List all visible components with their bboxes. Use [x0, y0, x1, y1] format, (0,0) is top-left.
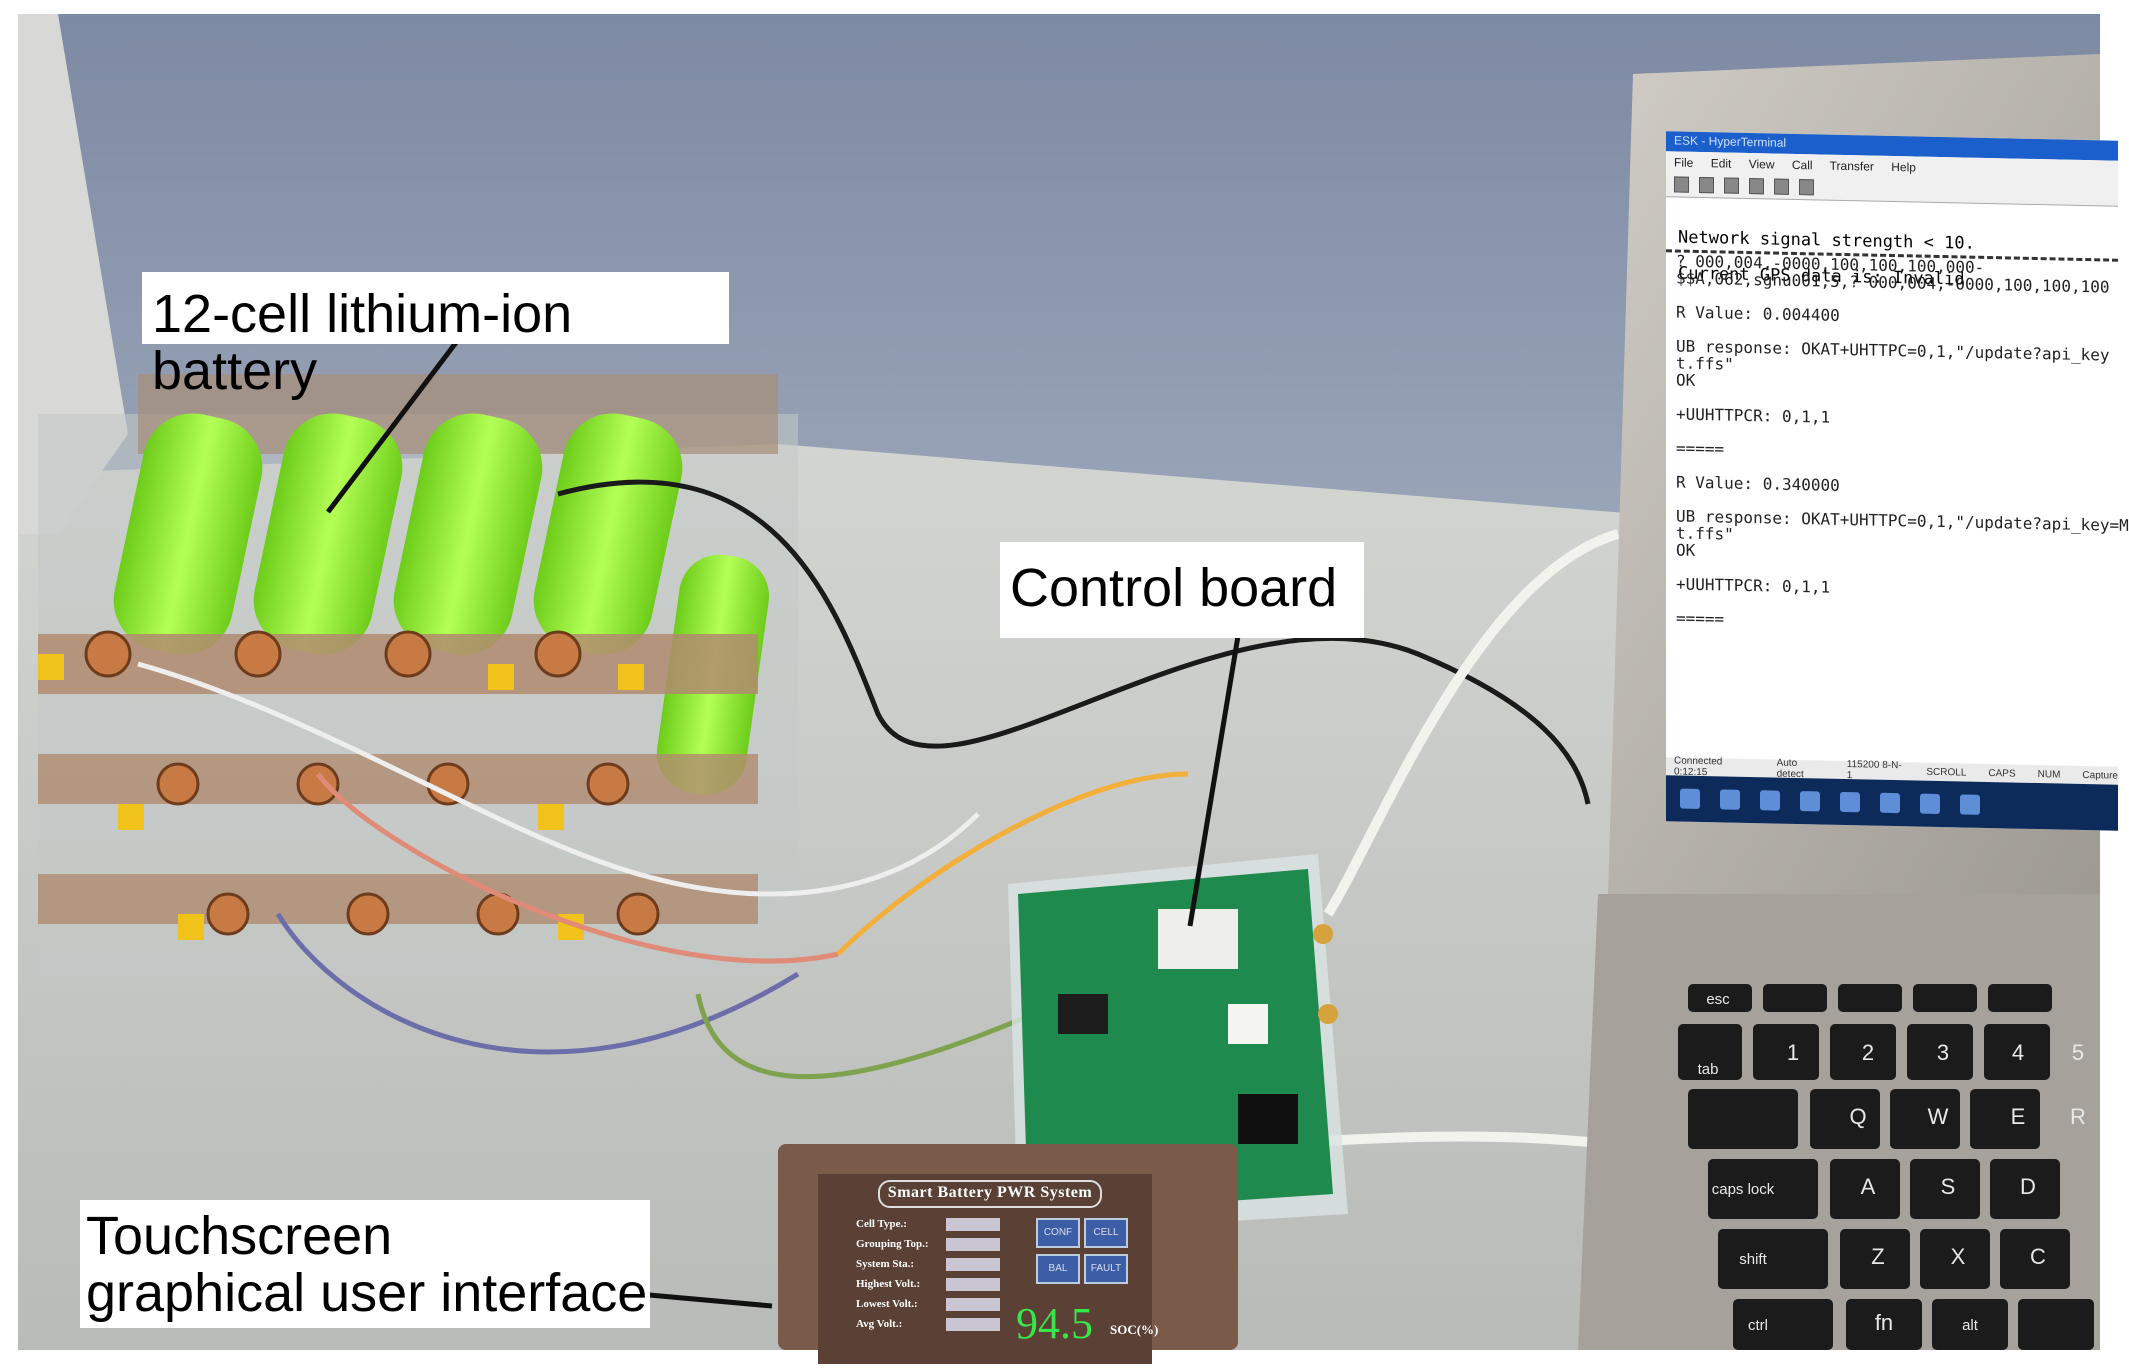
touchscreen-callout-line1: Touchscreen — [86, 1206, 393, 1266]
gui-cell-button[interactable]: CELL — [1084, 1218, 1128, 1248]
keyboard-key-label: alt — [1962, 1317, 1979, 1334]
wall-rail — [18, 14, 128, 534]
wires — [137, 479, 1620, 1149]
gui-value-field — [946, 1318, 1000, 1331]
battery-pack — [38, 374, 798, 974]
menu-help[interactable]: Help — [1891, 159, 1916, 175]
taskview-icon[interactable] — [1760, 790, 1780, 811]
menu-file[interactable]: File — [1674, 155, 1694, 170]
keyboard-key-label: S — [1941, 1174, 1956, 1199]
gui-fault-button[interactable]: FAULT — [1084, 1254, 1128, 1284]
keyboard-key-label: fn — [1875, 1310, 1893, 1335]
keyboard-key-label: caps lock — [1712, 1181, 1775, 1198]
send-icon[interactable] — [1774, 178, 1789, 195]
touchscreen-callout: Touchscreen graphical user interface — [80, 1200, 650, 1328]
statusbar-item: NUM — [2037, 768, 2061, 781]
menu-edit[interactable]: Edit — [1710, 156, 1732, 171]
gui-row-lowest-volt: Lowest Volt.: — [856, 1298, 918, 1310]
soc-unit: SOC(%) — [1110, 1322, 1159, 1337]
folder-icon[interactable] — [1800, 791, 1820, 812]
store-icon[interactable] — [1920, 793, 1940, 815]
touchscreen-gui: Smart Battery PWR System Cell Type.: Gro… — [818, 1174, 1158, 1364]
gui-row-system-status: System Sta.: — [856, 1258, 915, 1270]
keyboard-key-label: R — [2070, 1104, 2086, 1129]
keyboard-key-label: D — [2020, 1174, 2036, 1199]
control-board-callout: Control board — [1000, 542, 1364, 638]
keyboard-key-label: X — [1951, 1244, 1966, 1269]
keyboard-key-label: shift — [1739, 1251, 1767, 1268]
soc-value: 94.5 — [1016, 1299, 1093, 1348]
keyboard-key-label: W — [1928, 1104, 1949, 1129]
keyboard-key-label: 5 — [2072, 1040, 2084, 1065]
windows-taskbar — [1666, 775, 2118, 831]
start-icon[interactable] — [1680, 788, 1700, 809]
keyboard-key-label: E — [2011, 1104, 2026, 1129]
gui-row-avg-volt: Avg Volt.: — [856, 1318, 903, 1330]
battery-callout: 12-cell lithium-ion battery — [142, 272, 729, 399]
keyboard-key-label: esc — [1706, 991, 1730, 1008]
gui-value-field — [946, 1238, 1000, 1251]
new-icon[interactable] — [1674, 176, 1689, 193]
gui-value-field — [946, 1258, 1000, 1271]
gui-value-field — [946, 1298, 1000, 1311]
gui-row-grouping: Grouping Top.: — [856, 1238, 929, 1250]
keyboard-key-label: 1 — [1787, 1040, 1799, 1065]
keyboard-key-label: 4 — [2012, 1040, 2024, 1065]
gui-row-cell-type: Cell Type.: — [856, 1218, 907, 1230]
chrome-icon[interactable] — [1880, 792, 1900, 814]
terminal-log: ? 000,004,-0000,100,100,100,000-$$A,062,… — [1666, 251, 2129, 635]
disconnect-icon[interactable] — [1749, 178, 1764, 195]
gui-title: Smart Battery PWR System — [878, 1180, 1102, 1208]
properties-icon[interactable] — [1799, 179, 1814, 196]
keyboard-key-label: 2 — [1862, 1040, 1874, 1065]
edge-icon[interactable] — [1840, 791, 1860, 813]
gui-value-field — [946, 1218, 1000, 1231]
callout-leaders — [326, 330, 1243, 1309]
keyboard-key-label: Z — [1871, 1244, 1884, 1269]
open-icon[interactable] — [1699, 176, 1714, 194]
touchscreen-callout-line2: graphical user interface — [86, 1262, 648, 1323]
connect-icon[interactable] — [1724, 177, 1739, 194]
gui-conf-button[interactable]: CONF — [1036, 1218, 1080, 1248]
keyboard-key-label: ctrl — [1748, 1317, 1768, 1334]
keyboard-key-label: tab — [1698, 1061, 1719, 1078]
app-icon[interactable] — [1960, 794, 1980, 815]
laptop-screen: ESK - HyperTerminal File Edit View Call … — [1666, 131, 2129, 831]
menu-call[interactable]: Call — [1791, 157, 1813, 173]
keyboard-key-label: A — [1861, 1174, 1876, 1199]
statusbar-item: CAPS — [1988, 767, 2016, 780]
menu-transfer[interactable]: Transfer — [1829, 158, 1874, 174]
keyboard-key-label: Q — [1849, 1104, 1866, 1129]
gui-bal-button[interactable]: BAL — [1036, 1254, 1080, 1284]
keyboard-key-label: C — [2030, 1244, 2046, 1269]
statusbar-item: Capture — [2082, 769, 2118, 782]
menu-view[interactable]: View — [1748, 156, 1775, 172]
keyboard-key-label: 3 — [1937, 1040, 1949, 1065]
gui-row-highest-volt: Highest Volt.: — [856, 1278, 921, 1290]
statusbar-item: SCROLL — [1926, 766, 1967, 779]
control-board-pcb — [1008, 854, 1348, 1234]
gui-value-field — [946, 1278, 1000, 1291]
search-icon[interactable] — [1720, 789, 1740, 810]
